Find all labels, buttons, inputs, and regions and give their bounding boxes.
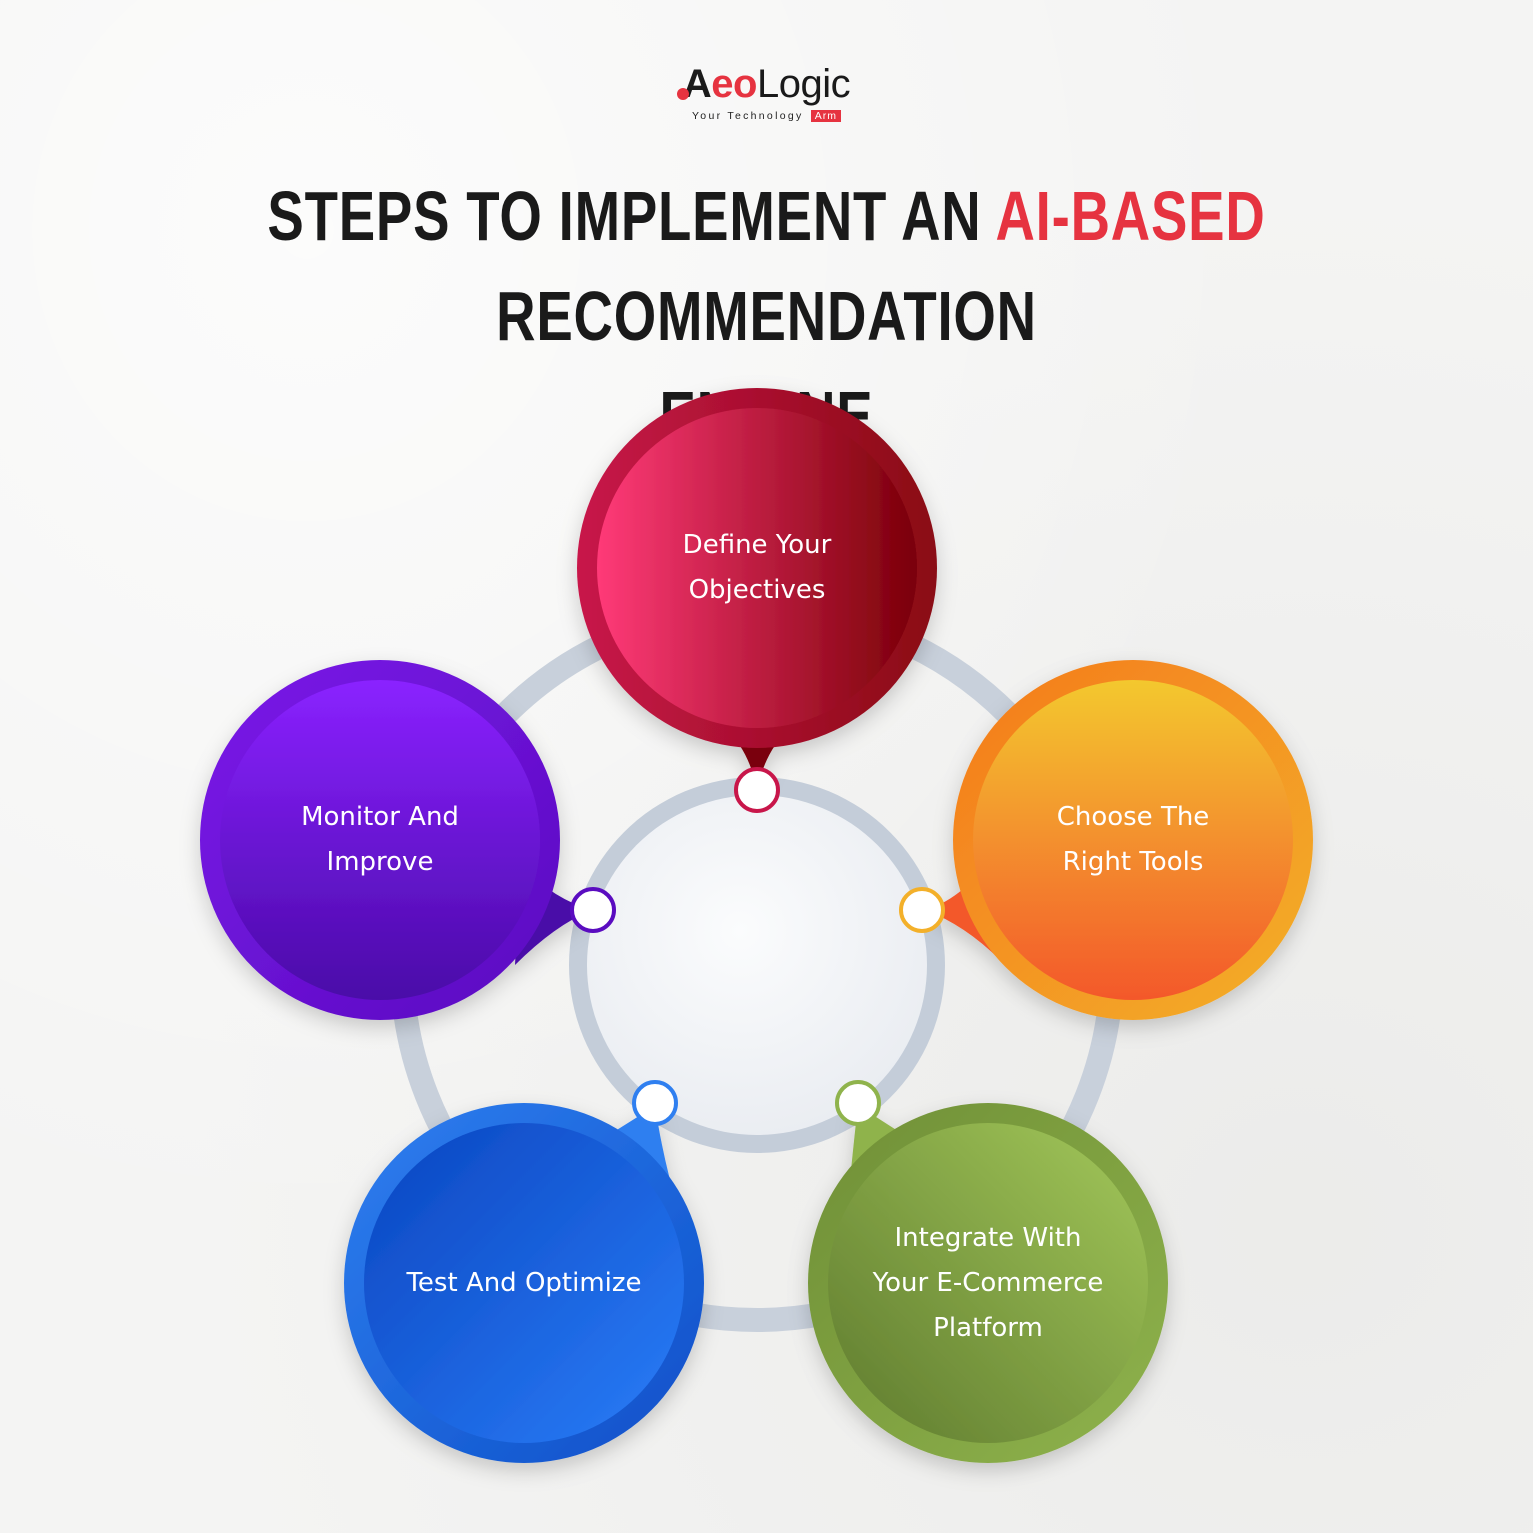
- step-5-label: Monitor And Improve: [240, 770, 520, 910]
- tagline-text: Your Technology: [691, 110, 804, 122]
- step-5-node: [570, 887, 616, 933]
- step-1-inner: [597, 408, 917, 728]
- step-5-line2: Improve: [326, 847, 434, 877]
- step-4-label: Test And Optimize: [374, 1258, 674, 1308]
- step-3-line1: Integrate With: [894, 1222, 1082, 1253]
- step-3-line2: Your E-Commerce: [872, 1267, 1104, 1298]
- title-part1: STEPS TO IMPLEMENT AN: [267, 177, 982, 255]
- step-5-bubble: [200, 660, 592, 1020]
- step-1-bubble: [577, 388, 937, 790]
- step-5-inner: [220, 680, 540, 1000]
- step-1-line1: Define Your: [682, 530, 832, 560]
- logo-a: A: [676, 64, 712, 104]
- step-1-node: [734, 767, 780, 813]
- step-2-node: [899, 887, 945, 933]
- step-3-bubble: [808, 1103, 1168, 1463]
- title-part2: RECOMMENDATION: [496, 277, 1037, 355]
- step-2-label: Choose The Right Tools: [993, 770, 1273, 910]
- step-4-bubble: [344, 1103, 704, 1463]
- step-4-node: [632, 1080, 678, 1126]
- center-circle: [587, 795, 927, 1135]
- step-3-label: Integrate With Your E-Commerce Platform: [833, 1193, 1143, 1373]
- step-1-pointer: [700, 715, 815, 790]
- tagline-highlight: Arm: [810, 110, 842, 122]
- step-2-inner: [973, 680, 1293, 1000]
- step-5-line1: Monitor And: [301, 802, 459, 832]
- step-2-line1: Choose The: [1056, 802, 1210, 832]
- step-1-line2: Objectives: [688, 575, 826, 605]
- logo-dot-icon: [676, 88, 689, 100]
- step-3-line3: Platform: [933, 1312, 1043, 1343]
- title-highlight: AI-BASED: [995, 177, 1266, 255]
- step-3-inner: [828, 1123, 1148, 1443]
- step-2-bubble: [925, 660, 1313, 1020]
- step-4-inner: [364, 1123, 684, 1443]
- step-3-node: [835, 1080, 881, 1126]
- step-1-label: Define Your Objectives: [617, 498, 897, 638]
- logo-logic: Logic: [756, 62, 851, 106]
- step-2-line2: Right Tools: [1062, 847, 1204, 877]
- step-4-line1: Test And Optimize: [406, 1267, 642, 1298]
- logo-eo: eo: [711, 62, 757, 106]
- logo-tagline: Your Technology Arm: [0, 110, 1533, 122]
